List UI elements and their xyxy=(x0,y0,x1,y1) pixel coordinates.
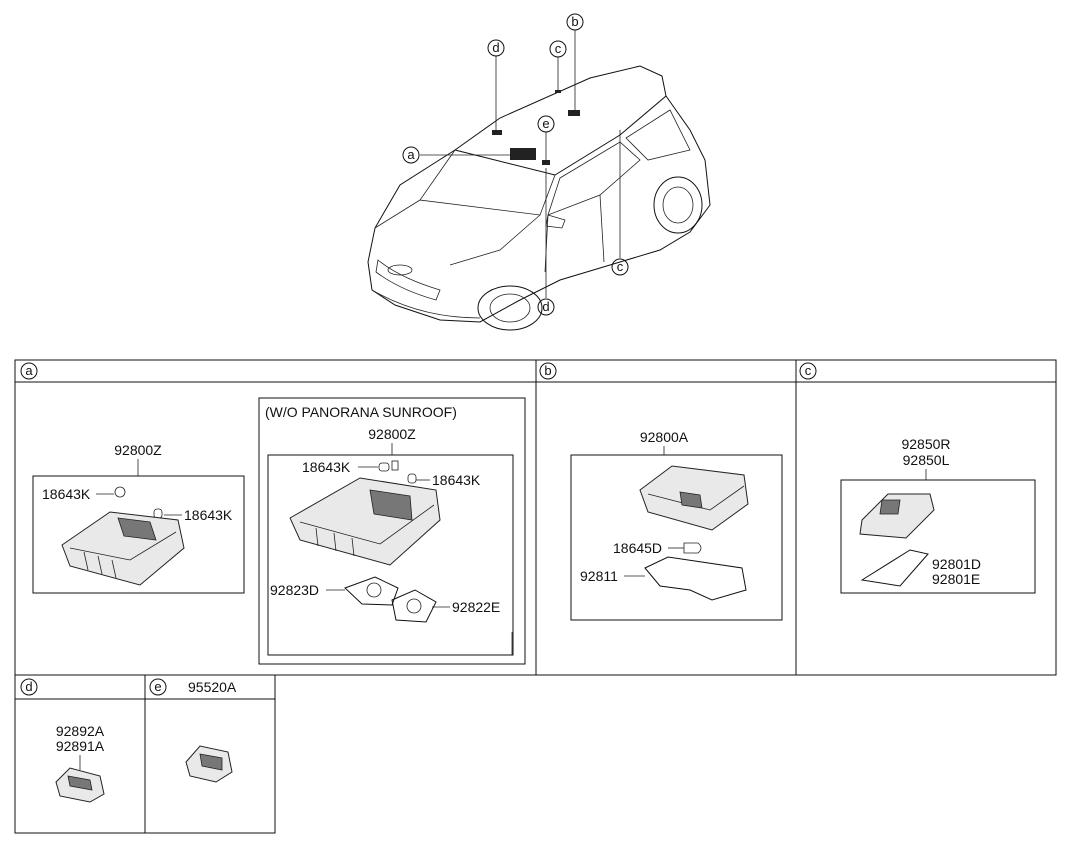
assembly-box-c xyxy=(840,479,1036,594)
callout-b-top: b xyxy=(566,13,584,31)
part-label-92801d: 92801D xyxy=(932,556,981,572)
part-label-92800z: 92800Z xyxy=(114,442,162,458)
svg-text:a: a xyxy=(407,147,415,162)
section-c-header: c xyxy=(799,362,817,380)
section-d: d 92892A 92891A xyxy=(20,678,105,803)
svg-text:d: d xyxy=(492,40,499,55)
parts-table-grid xyxy=(14,359,1057,834)
part-label-18643k: 18643K xyxy=(302,459,351,475)
lens-92801d xyxy=(860,549,929,587)
section-a-header: a xyxy=(20,362,38,380)
part-label-92891a: 92891A xyxy=(56,738,105,754)
part-label-18645d: 18645D xyxy=(613,540,662,556)
svg-text:d: d xyxy=(542,299,549,314)
svg-text:c: c xyxy=(805,363,812,378)
callout-d-bottom: d xyxy=(537,298,555,316)
svg-text:b: b xyxy=(571,14,578,29)
part-label-92892a: 92892A xyxy=(56,723,105,739)
svg-text:a: a xyxy=(25,363,33,378)
bezel-92822e xyxy=(391,589,437,623)
svg-text:b: b xyxy=(544,363,551,378)
inset-box-wo-panorama xyxy=(258,397,526,665)
part-label-18643k: 18643K xyxy=(184,507,233,523)
section-e-header: e xyxy=(149,678,167,696)
part-label-92850r: 92850R xyxy=(901,436,950,452)
bulb-18645d xyxy=(683,542,702,554)
part-label-95520a: 95520A xyxy=(188,679,237,695)
callout-e-top: e xyxy=(537,115,555,133)
callout-d-top: d xyxy=(487,39,505,57)
callout-c-bottom: c xyxy=(611,258,629,276)
lamp-92891a xyxy=(55,767,105,803)
part-label-92800z: 92800Z xyxy=(368,426,416,442)
part-label-92811: 92811 xyxy=(580,568,618,584)
section-b-header: b xyxy=(539,362,557,380)
callout-c-top: c xyxy=(549,40,567,58)
part-label-92823d: 92823D xyxy=(270,582,319,598)
module-95520a xyxy=(185,745,233,783)
svg-text:d: d xyxy=(25,679,32,694)
assembly-box-b xyxy=(570,454,783,621)
inset-title: (W/O PANORANA SUNROOF) xyxy=(265,404,457,420)
room-lamp-housing-c xyxy=(859,493,935,539)
assembly-box-inset xyxy=(267,454,514,656)
callout-leaders xyxy=(420,30,621,298)
bezel-92823d xyxy=(344,576,399,606)
callout-a-left: a xyxy=(402,146,420,164)
lens-92811 xyxy=(644,556,747,601)
section-e: e 95520A xyxy=(149,678,237,783)
part-label-92800a: 92800A xyxy=(640,429,689,445)
dome-lamp-housing-left xyxy=(61,511,185,586)
section-c: c 92850R 92850L 92801D 92801E xyxy=(799,362,1036,594)
part-label-92822e: 92822E xyxy=(452,599,500,615)
part-label-18643k: 18643K xyxy=(42,486,91,502)
svg-text:e: e xyxy=(154,679,161,694)
map-lamp-housing-b xyxy=(639,465,749,531)
part-label-18643k: 18643K xyxy=(432,472,481,488)
dome-lamp-housing-inset xyxy=(289,477,441,566)
svg-text:c: c xyxy=(617,259,624,274)
car-illustration xyxy=(367,65,711,331)
section-a: a 92800Z 18643K 18643K (W/O PANORANA SUN… xyxy=(20,362,526,665)
section-d-header: d xyxy=(20,678,38,696)
svg-text:e: e xyxy=(542,116,549,131)
assembly-box-left xyxy=(32,475,245,594)
part-label-92801e: 92801E xyxy=(932,571,980,587)
section-b: b 92800A 18645D 92811 xyxy=(539,362,783,621)
svg-text:c: c xyxy=(555,41,562,56)
part-label-92850l: 92850L xyxy=(903,452,950,468)
